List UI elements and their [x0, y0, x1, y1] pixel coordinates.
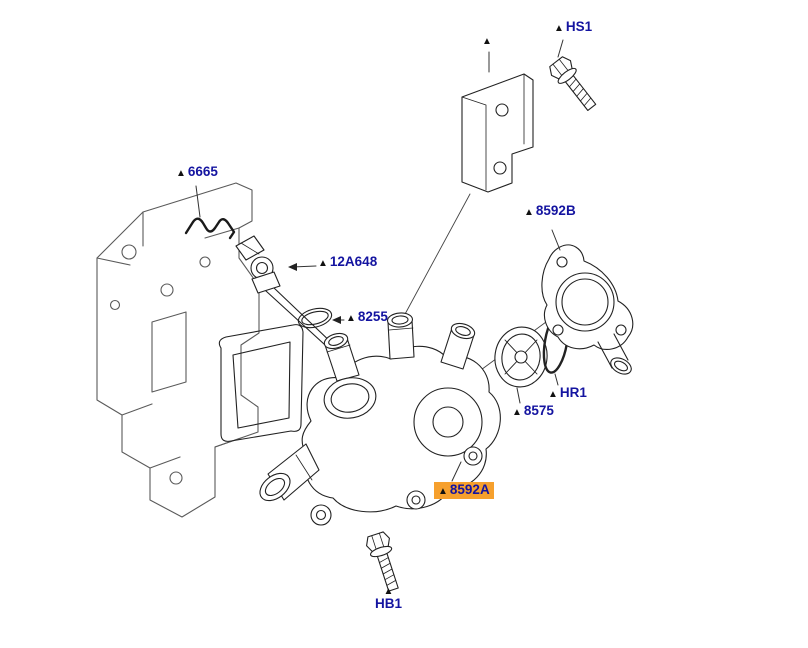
seal-ring — [297, 307, 333, 329]
part-number: 8592B — [535, 203, 576, 218]
triangle-marker-icon: ▲ — [438, 486, 448, 497]
retaining-clip — [184, 217, 236, 240]
part-number: 12A648 — [329, 254, 378, 269]
part-number: 8592A — [449, 482, 490, 497]
part-label-hr1[interactable]: ▲ HR1 — [548, 385, 587, 401]
part-number: HS1 — [565, 19, 593, 34]
engine-block — [96, 182, 260, 518]
thermostat-housing — [259, 312, 501, 526]
triangle-marker-icon: ▲ — [318, 258, 328, 269]
part-number: HB1 — [375, 596, 403, 611]
triangle-marker-icon: ▲ — [176, 168, 186, 179]
part-label-8575[interactable]: ▲ 8575 — [512, 403, 554, 419]
triangle-marker-icon: ▲ — [524, 207, 534, 218]
triangle-marker-icon: ▲ — [548, 389, 558, 400]
part-label-8592b[interactable]: ▲ 8592B — [524, 203, 576, 219]
bolt-hb1 — [366, 531, 399, 592]
triangle-marker-icon: ▲ — [554, 23, 564, 34]
leader-arrowheads — [288, 263, 341, 324]
part-number: HR1 — [559, 385, 587, 400]
part-label-6665[interactable]: ▲ 6665 — [176, 164, 218, 180]
triangle-marker-icon: ▲ — [346, 313, 356, 324]
thermostat — [494, 326, 548, 388]
part-label-hs1[interactable]: ▲ HS1 — [554, 19, 593, 35]
triangle-marker-icon: ▲ — [512, 407, 522, 418]
part-number: 8255 — [357, 309, 388, 324]
temperature-sensor — [235, 235, 420, 430]
triangle-marker-icon: ▲ — [482, 36, 492, 47]
water-outlet — [541, 244, 634, 375]
triangle-marker-icon: ▲ — [383, 586, 394, 597]
housing-gasket — [218, 324, 304, 442]
part-label-hb1[interactable]: ▲ HB1 — [375, 586, 402, 612]
part-label-8592a-highlighted[interactable]: ▲ 8592A — [434, 482, 494, 499]
part-number: 8575 — [523, 403, 554, 418]
part-number: 6665 — [187, 164, 218, 179]
part-label-12a648[interactable]: ▲ 12A648 — [318, 254, 378, 270]
assembly-marker: ▲ — [482, 36, 492, 47]
mounting-bracket — [461, 73, 534, 193]
part-label-8255[interactable]: ▲ 8255 — [346, 309, 388, 325]
bolt-hs1 — [549, 56, 597, 112]
